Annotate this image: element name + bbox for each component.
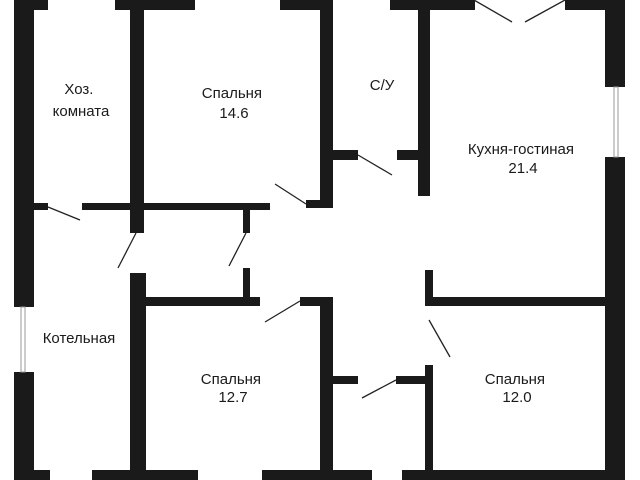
- window: [613, 86, 619, 158]
- room-label-boiler: Котельная: [43, 330, 116, 347]
- room-label-bedroom-top: Спальня 14.6: [202, 85, 266, 122]
- window: [20, 306, 26, 373]
- door: [264, 300, 301, 323]
- wall: [565, 0, 625, 10]
- doors: [47, 0, 566, 399]
- wall: [14, 372, 34, 480]
- wall: [14, 470, 50, 480]
- room-label-utility: Хоз. комната: [53, 81, 110, 120]
- windows: [20, 86, 619, 373]
- wall: [418, 0, 430, 196]
- wall: [605, 0, 625, 87]
- wall: [280, 0, 332, 10]
- wall: [14, 0, 34, 307]
- wall: [306, 200, 333, 208]
- room-label-bathroom: С/У: [370, 77, 395, 94]
- wall: [34, 203, 48, 210]
- door: [117, 232, 137, 269]
- wall: [425, 365, 433, 470]
- door: [361, 379, 397, 399]
- door: [47, 206, 81, 221]
- door: [524, 0, 566, 23]
- wall: [130, 297, 260, 306]
- walls: [14, 0, 625, 480]
- wall: [130, 0, 144, 233]
- wall: [402, 470, 625, 480]
- room-labels: Хоз. комната Спальня 14.6 С/У Кухня-гост…: [43, 77, 578, 406]
- wall: [115, 0, 195, 10]
- door: [357, 154, 393, 176]
- door: [274, 183, 307, 205]
- wall: [262, 470, 372, 480]
- wall: [333, 376, 358, 384]
- room-label-kitchen: Кухня-гостиная 21.4: [468, 141, 578, 177]
- wall: [243, 268, 250, 306]
- wall: [82, 203, 270, 210]
- wall: [130, 273, 146, 470]
- room-label-bedroom-left: Спальня 12.7: [201, 371, 265, 406]
- wall: [425, 270, 433, 306]
- wall: [390, 0, 475, 10]
- wall: [320, 0, 333, 208]
- door: [428, 319, 451, 358]
- wall: [333, 150, 358, 160]
- wall: [396, 376, 433, 384]
- wall: [605, 157, 625, 480]
- wall: [320, 297, 333, 470]
- wall: [425, 297, 615, 306]
- door: [228, 232, 247, 267]
- wall: [397, 150, 425, 160]
- door: [473, 0, 513, 23]
- wall: [300, 297, 333, 306]
- wall: [92, 470, 198, 480]
- room-label-bedroom-right: Спальня 12.0: [485, 371, 549, 406]
- wall: [243, 203, 250, 233]
